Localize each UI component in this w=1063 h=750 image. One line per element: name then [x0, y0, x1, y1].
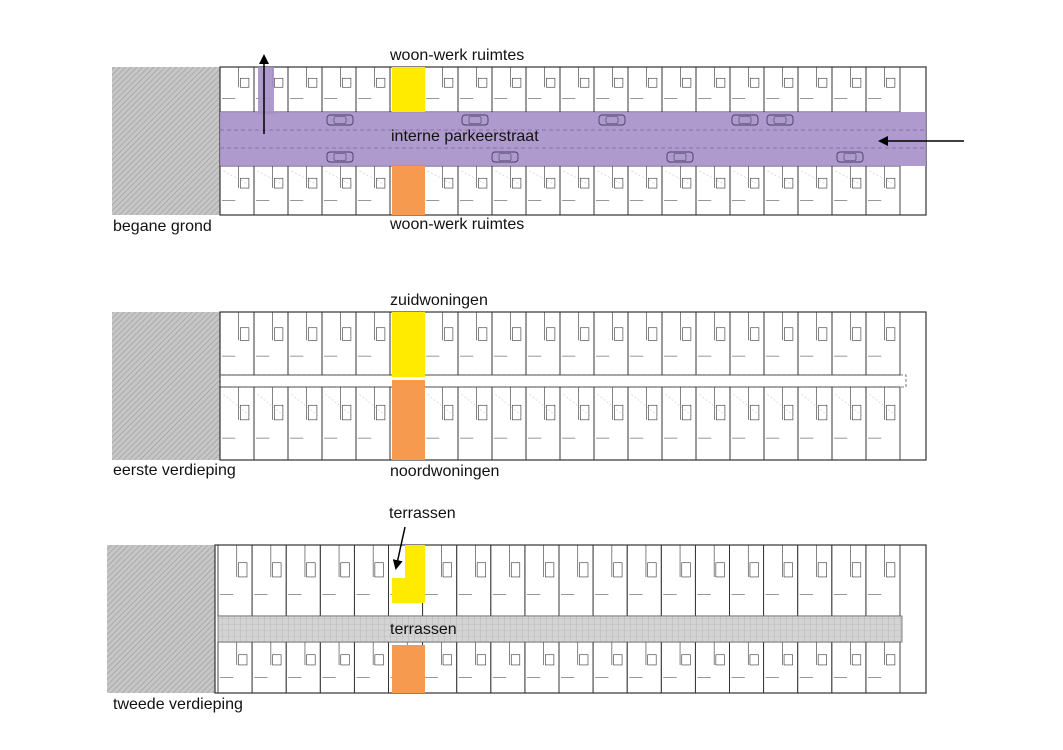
label-woon-werk-bottom: woon-werk ruimtes: [390, 216, 525, 233]
floor-plan-second: [107, 526, 927, 694]
label-terrassen-top: terrassen: [389, 505, 456, 522]
label-terrassen-mid: terrassen: [390, 621, 457, 638]
car-icon: [326, 114, 354, 126]
parked-cars: [326, 114, 864, 163]
label-parking-street: interne parkeerstraat: [391, 128, 539, 145]
units-ground-north: [219, 66, 901, 113]
highlight-yellow-first: [392, 312, 425, 377]
label-noordwoningen: noordwoningen: [390, 463, 500, 480]
internal-parking-street: [220, 112, 926, 166]
hatched-block-ground: [112, 67, 220, 215]
label-zuidwoningen: zuidwoningen: [390, 292, 488, 309]
street-access-lane: [258, 67, 274, 114]
car-icon: [326, 151, 354, 163]
floor-name-first: eerste verdieping: [113, 462, 236, 479]
highlight-orange-second: [392, 645, 425, 693]
building-outline-first: [219, 311, 927, 461]
floor-plan-first: [112, 311, 927, 461]
floor-name-ground: begane grond: [113, 218, 212, 235]
terrace-pointer-icon: [392, 526, 406, 570]
terrace-strip: [217, 615, 903, 643]
car-icon: [461, 114, 489, 126]
car-icon: [491, 151, 519, 163]
highlight-orange-ground: [392, 166, 425, 215]
unit-cell: [865, 165, 901, 216]
highlight-yellow-second: [392, 545, 425, 603]
car-icon: [598, 114, 626, 126]
highlight-yellow-ground: [392, 67, 425, 112]
car-icon: [666, 151, 694, 163]
car-icon: [836, 151, 864, 163]
highlight-orange-first: [392, 380, 425, 460]
hatched-block-second: [107, 545, 220, 693]
car-icon: [731, 114, 759, 126]
units-ground-south: [219, 165, 901, 216]
hatched-block-first: [112, 312, 220, 460]
corridor-first: [219, 374, 907, 388]
label-woon-werk-top: woon-werk ruimtes: [390, 47, 525, 64]
floor-plan-ground: [112, 54, 964, 216]
floor-name-second: tweede verdieping: [113, 696, 243, 713]
car-icon: [766, 114, 794, 126]
